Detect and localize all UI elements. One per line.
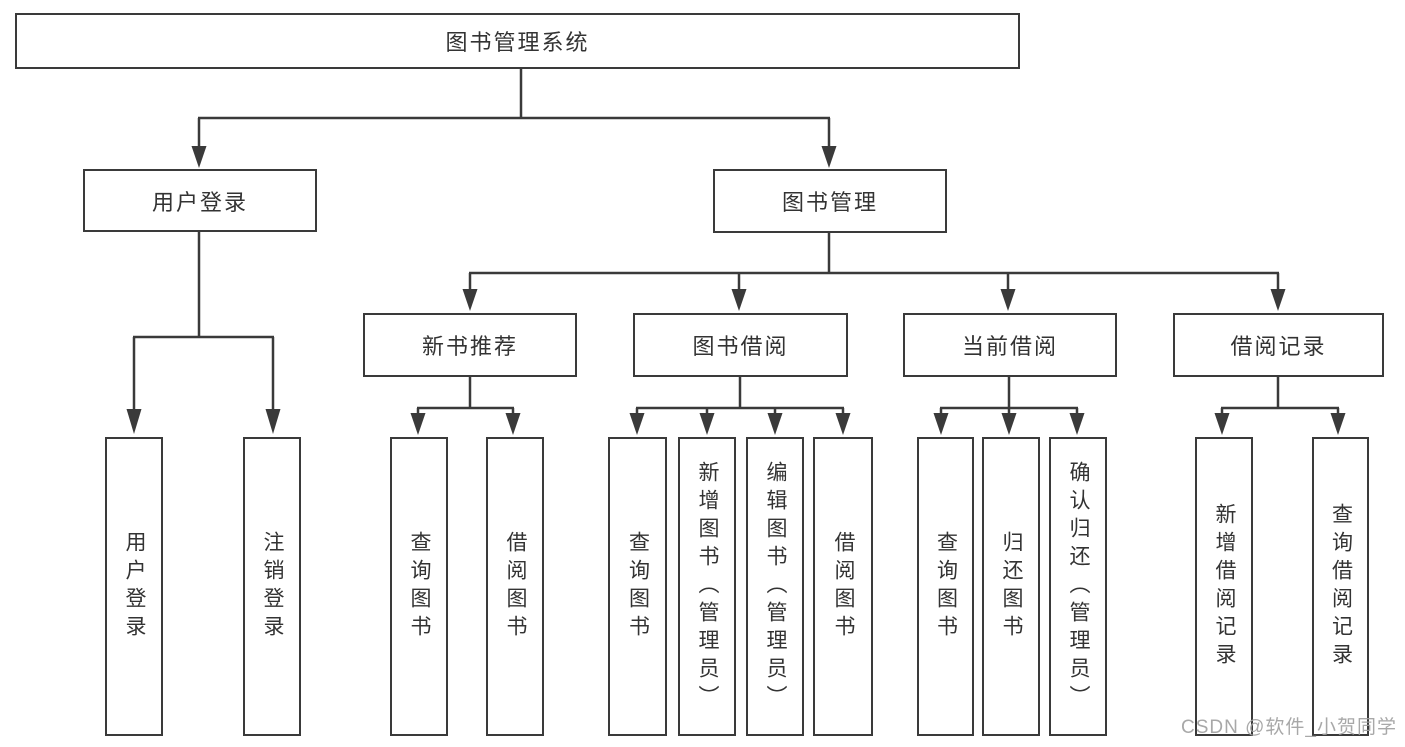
edge-book-borrow-to-leaves (629, 377, 851, 435)
leaf-query-books-recommend: 查询图书 (390, 437, 448, 736)
edge-current-borrow-to-leaves (933, 377, 1085, 435)
edge-book-mgmt-to-level3 (462, 233, 1286, 311)
leaf-borrow-books-recommend: 借阅图书 (486, 437, 544, 736)
edge-borrow-records-to-leaves (1214, 377, 1346, 435)
csdn-watermark: CSDN @软件_小贺同学 (1181, 717, 1397, 738)
leaf-query-borrow-record: 查询借阅记录 (1312, 437, 1369, 736)
leaf-query-books-current: 查询图书 (917, 437, 974, 736)
node-book-mgmt: 图书管理 (713, 169, 947, 233)
edge-new-book-rec-to-leaves (410, 377, 521, 435)
edge-root-to-level2 (191, 69, 837, 168)
node-book-borrow: 图书借阅 (633, 313, 848, 377)
leaf-borrow-books: 借阅图书 (813, 437, 873, 736)
leaf-add-book-admin: 新增图书（管理员） (678, 437, 736, 736)
edge-user-login-to-leaves (126, 232, 281, 434)
node-root: 图书管理系统 (15, 13, 1020, 69)
leaf-query-books-borrow: 查询图书 (608, 437, 667, 736)
leaf-edit-book-admin: 编辑图书（管理员） (746, 437, 804, 736)
leaf-confirm-return-admin: 确认归还（管理员） (1049, 437, 1107, 736)
node-user-login: 用户登录 (83, 169, 317, 232)
node-new-book-rec: 新书推荐 (363, 313, 577, 377)
node-borrow-records: 借阅记录 (1173, 313, 1384, 377)
leaf-logout: 注销登录 (243, 437, 301, 736)
leaf-user-login: 用户登录 (105, 437, 163, 736)
leaf-add-borrow-record: 新增借阅记录 (1195, 437, 1253, 736)
node-current-borrow: 当前借阅 (903, 313, 1117, 377)
leaf-return-book: 归还图书 (982, 437, 1040, 736)
